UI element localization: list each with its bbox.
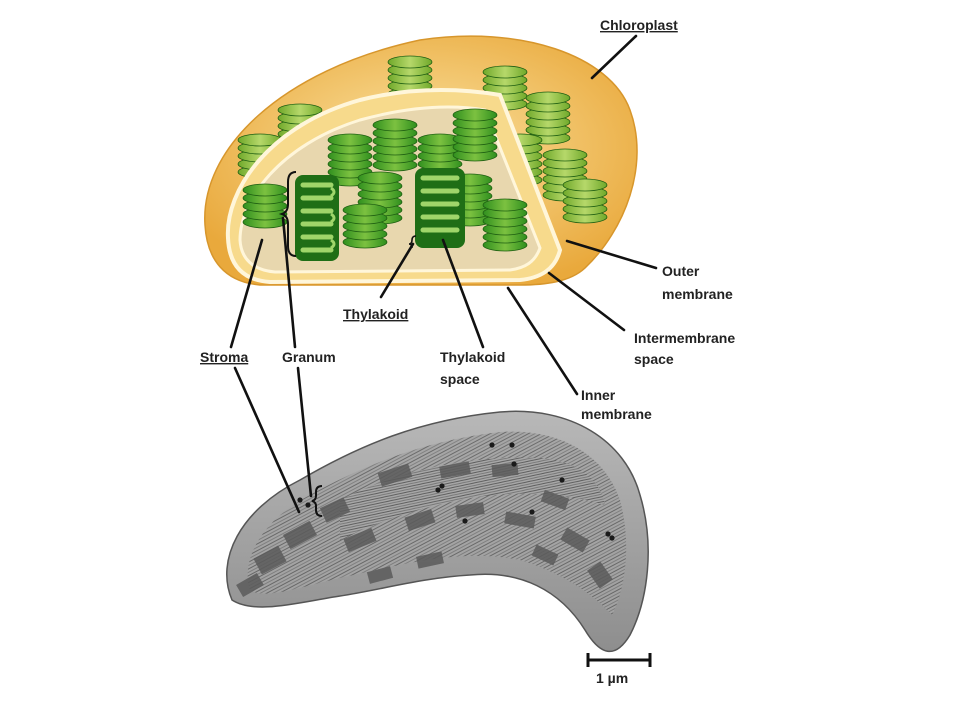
- em-plastoglobuli: [297, 442, 615, 541]
- granum-stack: [452, 108, 498, 162]
- em-granum: [319, 497, 351, 523]
- em-plastoglobule: [605, 531, 611, 537]
- em-plastoglobule: [435, 487, 441, 493]
- em-grana: [236, 461, 613, 598]
- em-granum: [377, 463, 413, 487]
- em-granum: [587, 561, 613, 589]
- em-granum: [283, 520, 317, 550]
- thylakoid-space-leader: [441, 238, 485, 349]
- em-granum: [531, 544, 559, 566]
- grana-group: [242, 108, 528, 252]
- cut-granum-center: [415, 168, 465, 248]
- em-granum: [343, 527, 377, 553]
- label-chloroplast: Chloroplast: [600, 17, 678, 33]
- leader-lines: [229, 34, 658, 514]
- granum-stack-far: [387, 55, 433, 101]
- granum-bracket: [278, 171, 297, 257]
- cut-granum-left: [295, 175, 339, 261]
- em-plastoglobule: [511, 461, 517, 467]
- em-plastoglobule: [559, 477, 565, 483]
- label-outer-membrane-line1: Outer: [662, 263, 700, 279]
- em-plastoglobule: [297, 497, 303, 503]
- chloroplast-illustration: [204, 35, 638, 286]
- em-granum: [455, 502, 485, 518]
- em-plastoglobule: [529, 509, 535, 515]
- em-granum: [416, 551, 444, 569]
- em-plastoglobule: [439, 483, 445, 489]
- label-intermembrane-line1: Intermembrane: [634, 330, 735, 346]
- em-plastoglobule: [305, 502, 311, 508]
- em-granum: [540, 489, 570, 511]
- em-granum: [504, 511, 536, 529]
- em-granum: [253, 545, 287, 575]
- thylakoid-leader: [379, 242, 415, 299]
- granum-leader-top: [281, 216, 297, 349]
- stroma-leader-bottom: [233, 366, 301, 514]
- inner-membrane-leader: [506, 286, 579, 396]
- label-granum: Granum: [282, 349, 336, 365]
- label-stroma: Stroma: [200, 349, 248, 365]
- granum-leader-bottom: [296, 366, 313, 498]
- em-granum: [366, 566, 394, 584]
- label-scale-bar: 1 µm: [596, 670, 628, 686]
- em-plastoglobule: [609, 535, 615, 541]
- em-plastoglobule: [462, 518, 468, 524]
- stroma-leader-top: [229, 238, 264, 349]
- em-granum: [439, 461, 471, 479]
- em-plastoglobule: [509, 442, 515, 448]
- label-thylakoid-space-line1: Thylakoid: [440, 349, 505, 365]
- label-thylakoid-space-line2: space: [440, 371, 480, 387]
- granum-stack-far: [525, 91, 571, 145]
- chloroplast-leader: [590, 34, 638, 80]
- em-granum: [491, 462, 519, 478]
- granum-stack: [372, 118, 418, 172]
- label-inner-membrane-line2: membrane: [581, 406, 652, 422]
- em-granum: [404, 509, 436, 531]
- granum-stack: [242, 183, 288, 229]
- label-intermembrane-line2: space: [634, 351, 674, 367]
- granum-stack-far: [562, 178, 608, 224]
- intermembrane-leader: [547, 271, 626, 332]
- outer-membrane-leader: [565, 239, 658, 270]
- em-granum-bracket: [311, 485, 323, 517]
- granum-stack: [482, 198, 528, 252]
- labels: Chloroplast Outer membrane Intermembrane…: [200, 17, 735, 686]
- em-granum: [560, 527, 590, 553]
- scale-bar: [586, 653, 652, 667]
- em-granum: [236, 572, 264, 598]
- granum-stack: [342, 203, 388, 249]
- electron-micrograph: [226, 410, 649, 653]
- label-outer-membrane-line2: membrane: [662, 286, 733, 302]
- label-inner-membrane-line1: Inner: [581, 387, 616, 403]
- em-plastoglobule: [489, 442, 495, 448]
- label-thylakoid: Thylakoid: [343, 306, 408, 322]
